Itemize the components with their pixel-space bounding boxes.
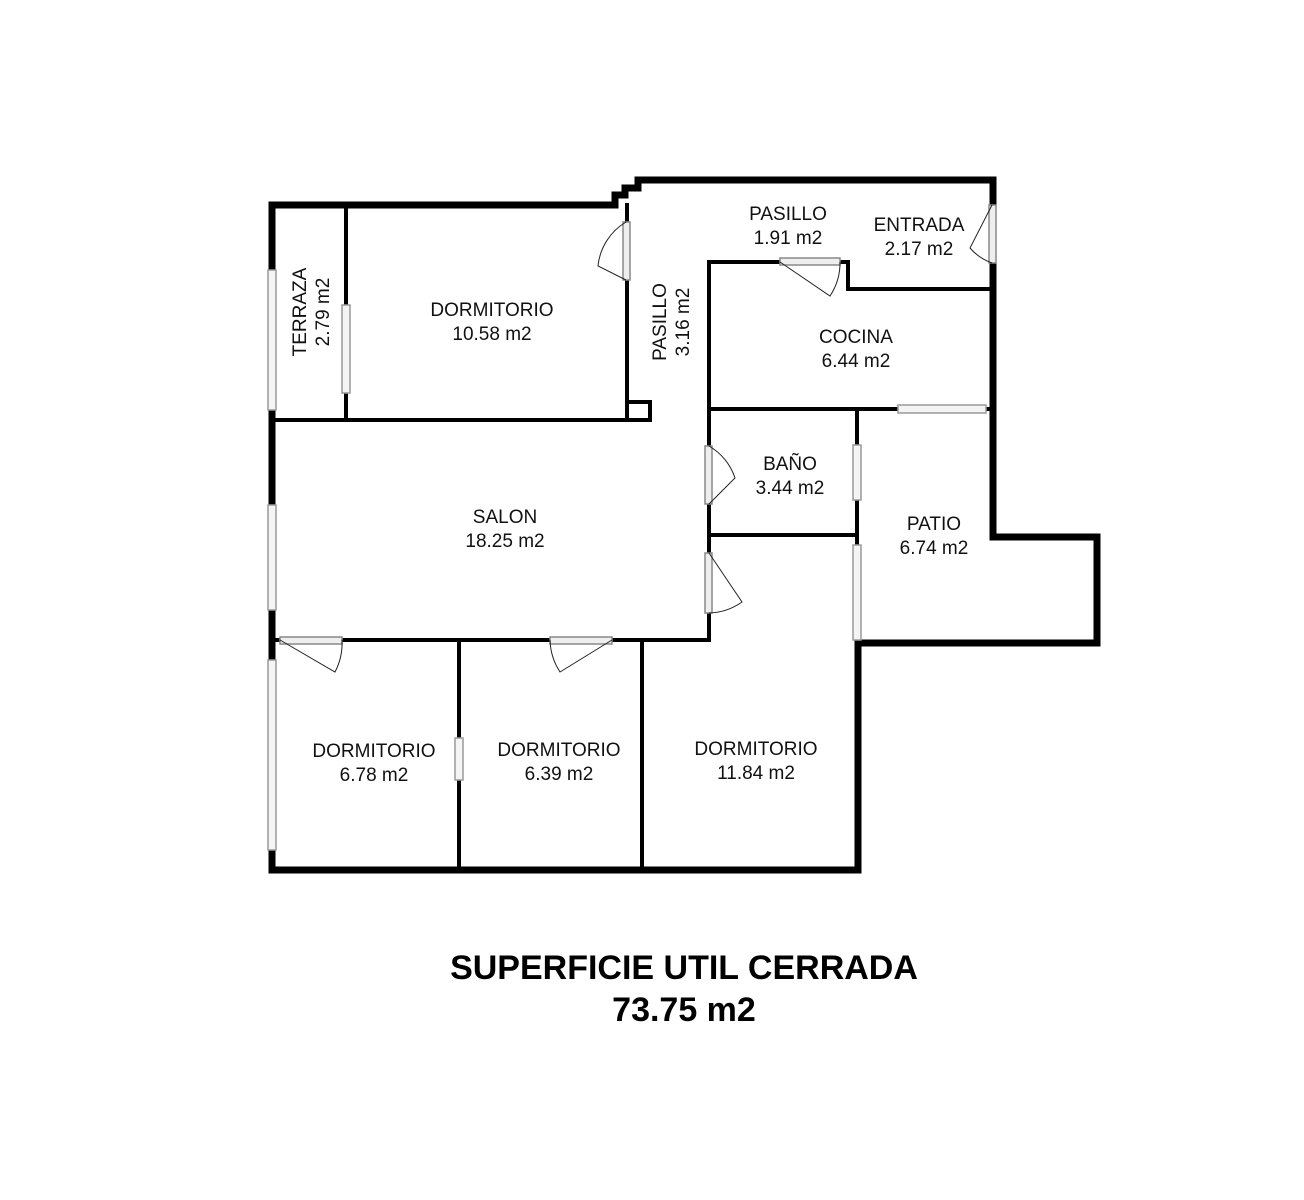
outer-walls (268, 176, 1101, 874)
door-dormitorio-3 (549, 636, 613, 673)
summary-title: SUPERFICIE UTIL CERRADA (450, 949, 918, 987)
room-name: TERRAZA (290, 267, 311, 356)
sliding-door-cocina-patio (897, 404, 987, 414)
room-bano: BAÑO 3.44 m2 (756, 453, 825, 499)
room-name: ENTRADA (874, 215, 965, 236)
room-pasillo-vertical: PASILLO 3.16 m2 (650, 283, 694, 361)
room-name: PATIO (907, 514, 961, 535)
door-cocina (779, 257, 841, 297)
room-area: 10.58 m2 (452, 324, 531, 345)
room-name: PASILLO (749, 204, 827, 225)
room-dormitorio-4: DORMITORIO 11.84 m2 (694, 739, 817, 784)
room-cocina: COCINA 6.44 m2 (819, 327, 893, 372)
room-name: BAÑO (763, 453, 817, 475)
room-name: DORMITORIO (312, 741, 435, 762)
room-area: 6.39 m2 (525, 764, 594, 785)
summary-total: 73.75 m2 (612, 991, 756, 1029)
room-area: 3.44 m2 (756, 478, 825, 499)
window-dorm-divider (454, 737, 464, 781)
room-name: DORMITORIO (430, 300, 553, 321)
room-name: COCINA (819, 327, 893, 348)
room-name: DORMITORIO (694, 739, 817, 760)
room-dormitorio-2: DORMITORIO 6.78 m2 (312, 741, 435, 786)
room-area: 1.91 m2 (754, 228, 823, 249)
room-area: 18.25 m2 (465, 531, 544, 552)
room-name: PASILLO (650, 283, 671, 361)
room-entrada: ENTRADA 2.17 m2 (874, 215, 965, 260)
room-area: 3.16 m2 (673, 288, 694, 357)
room-terraza: TERRAZA 2.79 m2 (290, 267, 334, 356)
doors (279, 204, 997, 673)
door-dormitorio-4 (704, 552, 743, 614)
door-bano (704, 445, 736, 505)
surface-summary: SUPERFICIE UTIL CERRADA 73.75 m2 (450, 949, 918, 1029)
room-dormitorio-3: DORMITORIO 6.39 m2 (497, 740, 620, 785)
windows (267, 269, 987, 851)
door-dormitorio-2 (279, 636, 343, 673)
room-patio: PATIO 6.74 m2 (900, 514, 969, 559)
room-area: 11.84 m2 (717, 763, 795, 784)
room-area: 2.79 m2 (313, 278, 334, 347)
room-name: DORMITORIO (497, 740, 620, 761)
room-area: 2.17 m2 (885, 239, 954, 260)
window-dorm2-left (267, 659, 277, 851)
room-area: 6.44 m2 (822, 351, 891, 372)
door-dormitorio-1 (597, 221, 631, 281)
door-entrada (969, 204, 997, 264)
window-salon-left (267, 504, 277, 611)
window-bano-patio (852, 444, 862, 501)
room-salon: SALON 18.25 m2 (465, 507, 544, 552)
room-area: 6.74 m2 (900, 538, 969, 559)
room-name: SALON (473, 507, 537, 528)
room-dormitorio-1: DORMITORIO 10.58 m2 (430, 300, 553, 345)
room-labels: TERRAZA 2.79 m2 DORMITORIO 10.58 m2 PASI… (290, 204, 968, 786)
window-patio-left (852, 544, 862, 641)
room-pasillo-horizontal: PASILLO 1.91 m2 (749, 204, 827, 249)
window-terraza-dorm (341, 304, 351, 394)
room-area: 6.78 m2 (340, 765, 409, 786)
window-terraza-left (267, 269, 277, 411)
